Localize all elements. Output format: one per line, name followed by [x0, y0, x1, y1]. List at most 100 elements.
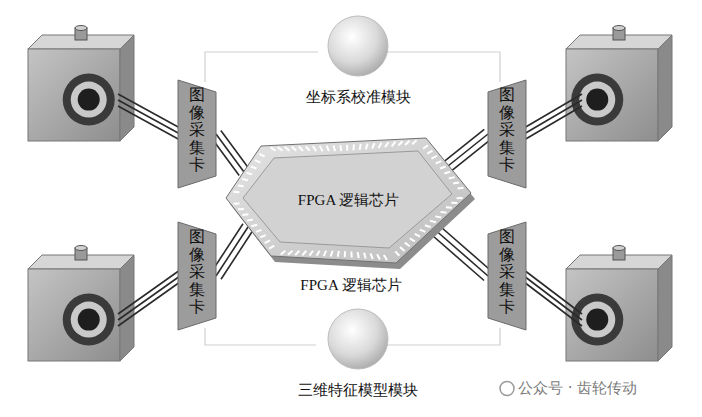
chip-pin: [331, 251, 333, 257]
capture-card: 图像采集卡: [488, 80, 526, 188]
card-label: 图像采集卡: [189, 228, 205, 316]
module-label: 三维特征模型模块: [252, 381, 464, 400]
chip-pin: [412, 140, 416, 144]
chip-pin: [324, 251, 326, 256]
camera: [28, 26, 134, 142]
chip-pin: [251, 166, 257, 168]
bus-connector: [216, 227, 248, 276]
chip-pin: [415, 234, 420, 237]
chip-pin: [306, 146, 310, 151]
guide-line: [384, 328, 500, 345]
card-shape: [178, 80, 216, 188]
camera: [28, 246, 134, 362]
camera-front: [566, 269, 658, 361]
camera-side: [658, 255, 672, 361]
chip-pin: [338, 251, 339, 257]
chip-pin: [309, 251, 312, 256]
bus-wire: [452, 139, 492, 171]
bus-wire: [444, 129, 484, 161]
camera-lens: [71, 82, 107, 118]
guide-line: [386, 52, 500, 82]
chip-pin: [238, 208, 244, 210]
module-sphere: 坐标系校准模块: [262, 12, 454, 112]
guide-line: [205, 328, 316, 345]
capture-card: 图像采集卡: [178, 80, 216, 188]
connector-group: [444, 129, 491, 170]
camera-knob: [75, 26, 87, 31]
chip-pin: [259, 154, 264, 157]
camera-lens: [571, 74, 623, 126]
chip-pin: [358, 252, 359, 258]
chip-pin: [265, 240, 270, 243]
chip-pin: [281, 251, 286, 255]
chip-pin: [288, 251, 292, 255]
chip-pin: [238, 184, 244, 187]
chip-pin: [449, 177, 455, 178]
bus-wire: [221, 230, 253, 279]
bus-connector: [448, 134, 488, 166]
chip-pin: [350, 252, 352, 258]
chip-label: FPGA 逻辑芯片: [298, 191, 399, 210]
chip-pin: [269, 246, 274, 249]
chip-pin: [423, 145, 428, 148]
chip-pin: [440, 166, 446, 168]
chip-pin: [339, 145, 342, 151]
chip-pin: [271, 147, 276, 150]
capture-card: 图像采集卡: [178, 222, 216, 330]
chip-pin: [453, 181, 459, 184]
bus-wire: [221, 130, 249, 168]
camera-wire: [524, 100, 582, 134]
bus-connector: [433, 228, 488, 276]
camera-wire: [118, 276, 180, 320]
chip-pin: [327, 146, 329, 152]
camera-lens: [571, 294, 623, 346]
camera-wire: [524, 106, 582, 140]
chip-pin: [372, 143, 374, 148]
chip-pin: [436, 161, 442, 163]
chip-pin: [278, 147, 283, 151]
fpga-chip: FPGA 逻辑芯片: [226, 138, 471, 263]
chip-pin: [317, 251, 320, 256]
camera-wire: [118, 100, 180, 134]
camera-lens: [579, 82, 615, 118]
chip-pin: [441, 211, 447, 214]
chip-pin: [295, 251, 299, 255]
card-shape: [488, 222, 526, 330]
connector-group: [211, 130, 249, 175]
chip-pin: [427, 151, 432, 154]
chip-pin: [302, 251, 306, 256]
chip-pin: [256, 230, 262, 232]
camera: [566, 246, 672, 362]
camera-side: [658, 35, 672, 141]
module-label: 坐标系校准模块: [262, 88, 454, 107]
chip-pin: [334, 145, 336, 151]
chip-pin: [431, 156, 436, 159]
chip-pin: [255, 160, 261, 162]
chip-pin: [246, 173, 252, 175]
chip-pin: [370, 253, 372, 259]
chip-pin: [400, 247, 404, 251]
chip-pin: [377, 254, 380, 259]
card-label: 图像采集卡: [499, 228, 515, 316]
chip-pin: [233, 191, 239, 193]
guide-line: [205, 52, 318, 82]
chip-pin: [457, 197, 463, 199]
camera-wire: [524, 282, 582, 326]
chip-pin: [446, 206, 452, 208]
chip-pin: [251, 225, 257, 227]
camera-lens: [586, 89, 608, 111]
chip-pin: [352, 144, 355, 150]
chip-pin: [458, 187, 464, 190]
chip-pin: [260, 235, 266, 237]
chip-pin: [360, 144, 361, 150]
connector-group: [211, 224, 253, 280]
chip-pin: [285, 147, 290, 151]
chip-pin: [299, 146, 303, 150]
watermark-icon: [500, 382, 514, 396]
chip-body: [226, 138, 471, 263]
chip-pin: [385, 142, 388, 147]
camera-lens: [78, 89, 100, 111]
chip-pin: [320, 146, 323, 151]
